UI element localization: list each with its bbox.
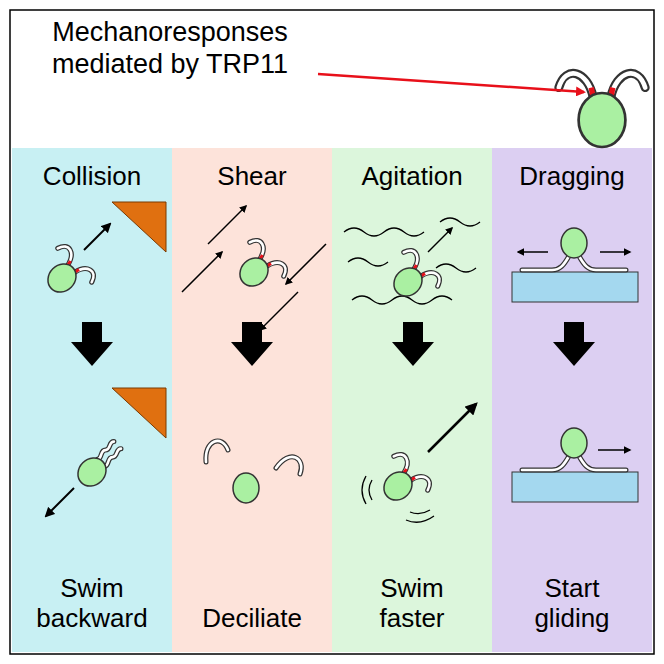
collision-illustration	[34, 202, 166, 516]
panel-result: Start gliding	[510, 574, 634, 634]
cell-icon	[318, 73, 645, 147]
panel: ShearDeciliate	[172, 148, 332, 652]
panel-heading: Shear	[217, 162, 286, 192]
panel-heading: Dragging	[519, 162, 625, 192]
dragging-illustration	[512, 228, 638, 502]
title: Mechanoresponses mediated by TRP11	[30, 16, 310, 81]
panel-result: Swim backward	[30, 574, 154, 634]
agitation-illustration	[344, 218, 480, 522]
panel-result: Deciliate	[202, 604, 302, 634]
panel-heading: Collision	[43, 162, 141, 192]
panel: AgitationSwim faster	[332, 148, 492, 652]
frame	[10, 10, 654, 654]
panel-result: Swim faster	[350, 574, 474, 634]
shear-illustration	[182, 206, 326, 503]
panel-heading: Agitation	[361, 162, 462, 192]
panel: DraggingStart gliding	[492, 148, 652, 652]
